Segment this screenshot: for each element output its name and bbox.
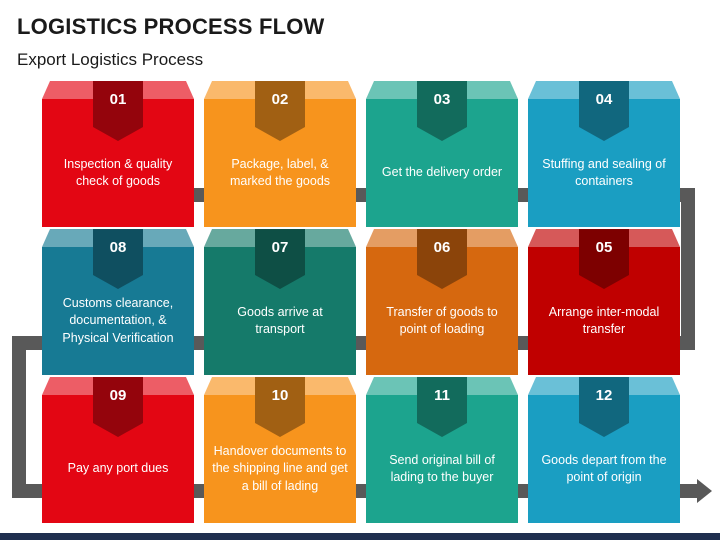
step-shape (366, 377, 518, 523)
step-number: 11 (434, 387, 450, 404)
page-title: LOGISTICS PROCESS FLOW (17, 14, 325, 39)
step-text: Get the delivery order (381, 165, 503, 180)
step-number: 03 (433, 91, 451, 108)
step-number: 02 (271, 91, 289, 108)
step-shape (42, 229, 194, 375)
step-text: Goods depart from the point of origin (541, 452, 667, 484)
step-shape (42, 377, 194, 523)
number-tag (579, 81, 629, 141)
step-number: 01 (109, 91, 127, 108)
step-text: Inspection & quality check of goods (63, 156, 173, 188)
step-number: 12 (595, 387, 613, 404)
step-text: Package, label, & marked the goods (229, 156, 331, 188)
step-text: Transfer of goods to point of loading (386, 304, 498, 336)
step-number: 04 (595, 91, 613, 108)
step-text: Send original bill of lading to the buye… (389, 452, 495, 484)
page-subtitle: Export Logistics Process (17, 50, 204, 69)
number-tag (579, 229, 629, 289)
step-number: 10 (271, 387, 289, 404)
footer-bar (0, 533, 720, 540)
number-tag (93, 377, 143, 437)
step-shape (366, 81, 518, 227)
step-shape (366, 229, 518, 375)
number-tag (417, 377, 467, 437)
connector-left-vertical (12, 336, 26, 498)
number-tag (417, 81, 467, 141)
step-text: Handover documents to the shipping line … (212, 444, 348, 493)
step-shape (204, 377, 356, 523)
step-text: Pay any port dues (67, 461, 169, 476)
step-number: 09 (109, 387, 127, 404)
step-number: 06 (433, 239, 451, 256)
step-number: 05 (595, 239, 613, 256)
number-tag (255, 81, 305, 141)
step-text: Customs clearance, documentation, & Phys… (62, 296, 174, 345)
number-tag (255, 229, 305, 289)
flow-arrow-head (697, 479, 712, 503)
step-shape (528, 229, 680, 375)
number-tag (255, 377, 305, 437)
step-shape (204, 229, 356, 375)
connector-right-vertical (681, 188, 695, 350)
number-tag (93, 229, 143, 289)
step-text: Arrange inter-modal transfer (548, 304, 660, 336)
step-number: 07 (271, 239, 289, 256)
number-tag (417, 229, 467, 289)
step-shape (204, 81, 356, 227)
step-shape (528, 81, 680, 227)
number-tag (93, 81, 143, 141)
step-text: Goods arrive at transport (237, 304, 323, 336)
number-tag (579, 377, 629, 437)
step-shape (528, 377, 680, 523)
step-text: Stuffing and sealing of containers (542, 156, 666, 188)
step-number: 08 (109, 239, 127, 256)
step-shape (42, 81, 194, 227)
